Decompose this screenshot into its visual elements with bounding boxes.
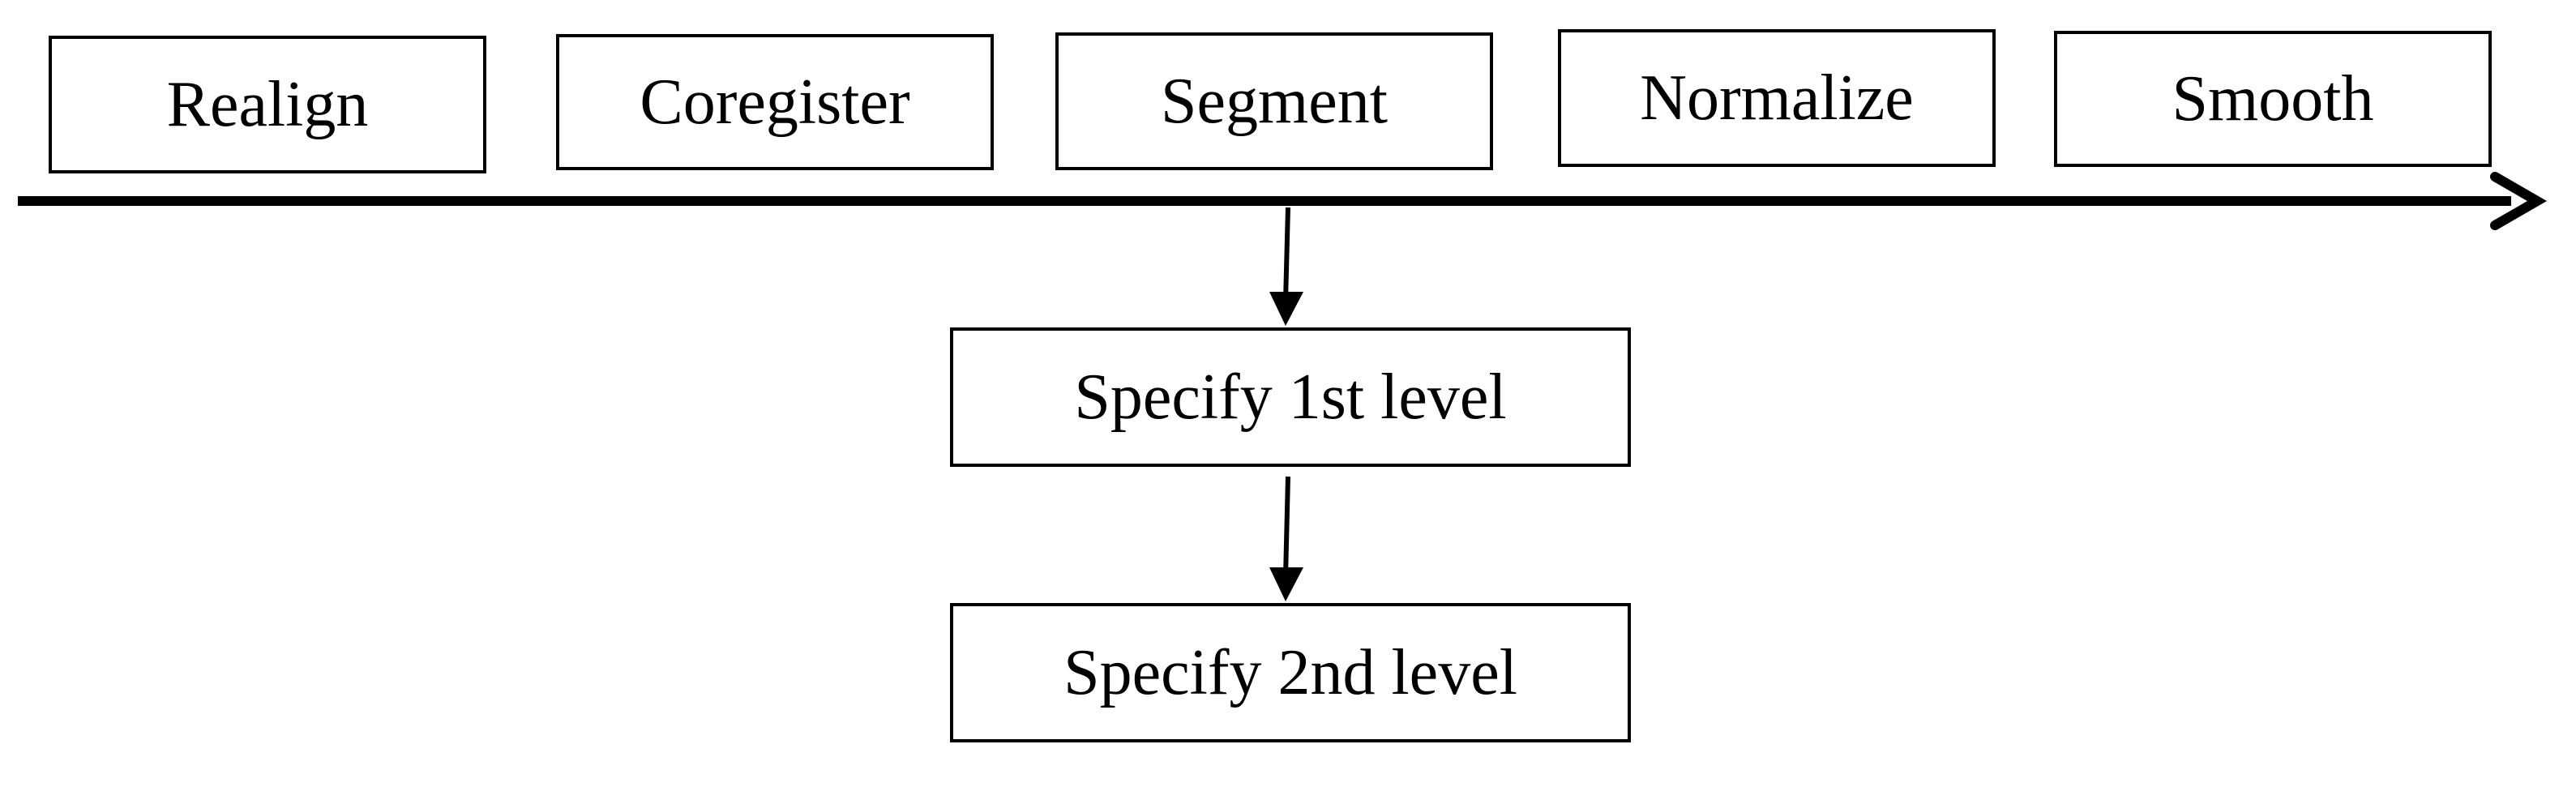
step-label-coregister: Coregister [640,66,910,138]
step-box-segment: Segment [1055,32,1493,170]
arrow-to-second-level-shaft [1283,476,1290,578]
pipeline-arrow-head [2490,172,2548,230]
step-box-smooth: Smooth [2054,31,2492,167]
arrow-to-first-level-shaft [1283,207,1290,302]
arrow-to-first-level-head [1269,292,1303,326]
step-label-normalize: Normalize [1640,62,1914,134]
step-box-coregister: Coregister [556,34,994,170]
step-label-smooth: Smooth [2172,63,2374,135]
first-level-box: Specify 1st level [950,327,1631,467]
step-box-realign: Realign [49,36,486,173]
second-level-label: Specify 2nd level [1063,637,1517,708]
step-box-normalize: Normalize [1558,29,1996,167]
second-level-box: Specify 2nd level [950,603,1631,742]
step-label-segment: Segment [1161,66,1388,137]
first-level-label: Specify 1st level [1074,361,1507,433]
arrow-to-second-level-head [1269,567,1303,601]
step-label-realign: Realign [166,69,369,140]
